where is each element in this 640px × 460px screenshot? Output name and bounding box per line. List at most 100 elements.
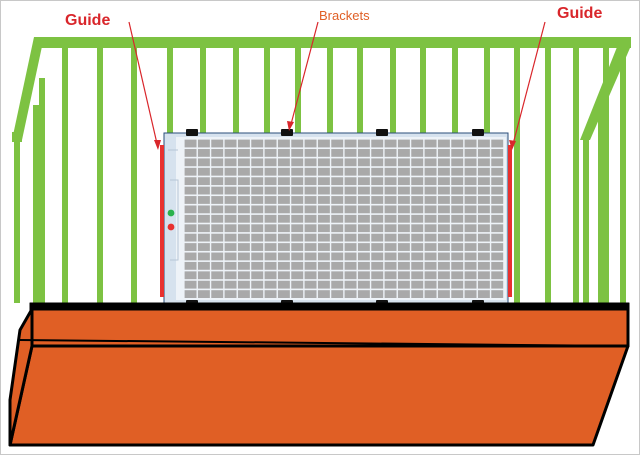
panel-cell	[384, 233, 397, 242]
panel-cell	[291, 158, 304, 167]
panel-cell	[224, 243, 237, 251]
panel-cell	[384, 158, 397, 167]
panel-cell	[371, 167, 384, 176]
panel-cell	[304, 167, 317, 176]
panel-cell	[304, 290, 317, 298]
panel-cell	[317, 261, 330, 270]
panel-cell	[384, 243, 397, 251]
panel-cell	[357, 139, 370, 148]
panel-cell	[397, 233, 410, 242]
panel-cell	[211, 271, 224, 280]
panel-cell	[384, 196, 397, 204]
panel-cell	[371, 205, 384, 214]
panel-cell	[371, 224, 384, 233]
panel-cell	[317, 139, 330, 148]
label-guide-right: Guide	[557, 5, 602, 22]
panel-cell	[317, 177, 330, 186]
box-front-face	[8, 344, 630, 447]
panel-cell	[384, 186, 397, 195]
panel-cell	[464, 149, 477, 157]
panel-cell	[384, 214, 397, 223]
panel-cell	[251, 214, 264, 223]
panel-cell	[317, 280, 330, 289]
panel-cell	[371, 252, 384, 261]
panel-cell	[237, 280, 250, 289]
panel-cell	[477, 158, 490, 167]
panel-cell	[397, 186, 410, 195]
solar-panel	[160, 129, 512, 306]
panel-cell	[237, 243, 250, 251]
arrowhead-brackets	[287, 121, 294, 131]
panel-cell	[357, 243, 370, 251]
panel-trace	[168, 149, 179, 261]
panel-cell	[451, 149, 464, 157]
panel-cell	[304, 158, 317, 167]
panel-cell	[211, 252, 224, 261]
panel-cell	[477, 224, 490, 233]
panel-cell	[451, 224, 464, 233]
panel-cell	[291, 167, 304, 176]
panel-cell	[491, 243, 504, 251]
panel-cell	[424, 224, 437, 233]
panel-cell	[357, 196, 370, 204]
status-led-red	[167, 223, 175, 231]
panel-cell	[184, 290, 197, 298]
panel-cell	[451, 290, 464, 298]
panel-cell	[251, 196, 264, 204]
panel-cell	[384, 205, 397, 214]
panel-cell	[397, 196, 410, 204]
arrow-guide-right	[511, 21, 546, 149]
panel-cell	[411, 167, 424, 176]
panel-cell	[371, 290, 384, 298]
panel-cell	[331, 261, 344, 270]
panel-cell	[211, 177, 224, 186]
panel-cell	[397, 167, 410, 176]
panel-cell	[291, 233, 304, 242]
panel-cell	[464, 139, 477, 148]
panel-cell	[477, 280, 490, 289]
panel-cell	[437, 196, 450, 204]
panel-cell	[277, 139, 290, 148]
panel-cell	[277, 149, 290, 157]
panel-cell	[477, 233, 490, 242]
panel-cell	[411, 233, 424, 242]
panel-cell	[317, 243, 330, 251]
panel-cell	[491, 158, 504, 167]
panel-cell	[424, 271, 437, 280]
arrow-brackets	[289, 21, 319, 129]
panel-cell	[211, 186, 224, 195]
panel-cell	[491, 290, 504, 298]
panel-cell	[357, 158, 370, 167]
panel-cell	[424, 205, 437, 214]
panel-cell	[344, 261, 357, 270]
panel-cell	[304, 139, 317, 148]
panel-cell	[264, 271, 277, 280]
panel-cell	[224, 271, 237, 280]
panel-cell	[224, 261, 237, 270]
panel-cell	[424, 261, 437, 270]
panel-cell	[197, 233, 210, 242]
panel-cell	[197, 196, 210, 204]
panel-cell	[251, 186, 264, 195]
panel-cell	[304, 214, 317, 223]
panel-cell	[251, 177, 264, 186]
panel-cell	[357, 280, 370, 289]
panel-cell	[491, 233, 504, 242]
panel-cell	[451, 233, 464, 242]
panel-cell	[371, 280, 384, 289]
panel-cell	[184, 158, 197, 167]
panel-cell	[184, 280, 197, 289]
panel-cell	[237, 205, 250, 214]
panel-cell	[437, 243, 450, 251]
panel-cell	[264, 205, 277, 214]
panel-cell	[237, 149, 250, 157]
panel-cell	[331, 224, 344, 233]
railing-side-baluster	[583, 140, 589, 303]
panel-cell	[464, 280, 477, 289]
panel-cell	[277, 280, 290, 289]
panel-cell	[344, 139, 357, 148]
arrow-heads	[154, 121, 516, 150]
panel-cell	[464, 186, 477, 195]
panel-cell	[437, 139, 450, 148]
